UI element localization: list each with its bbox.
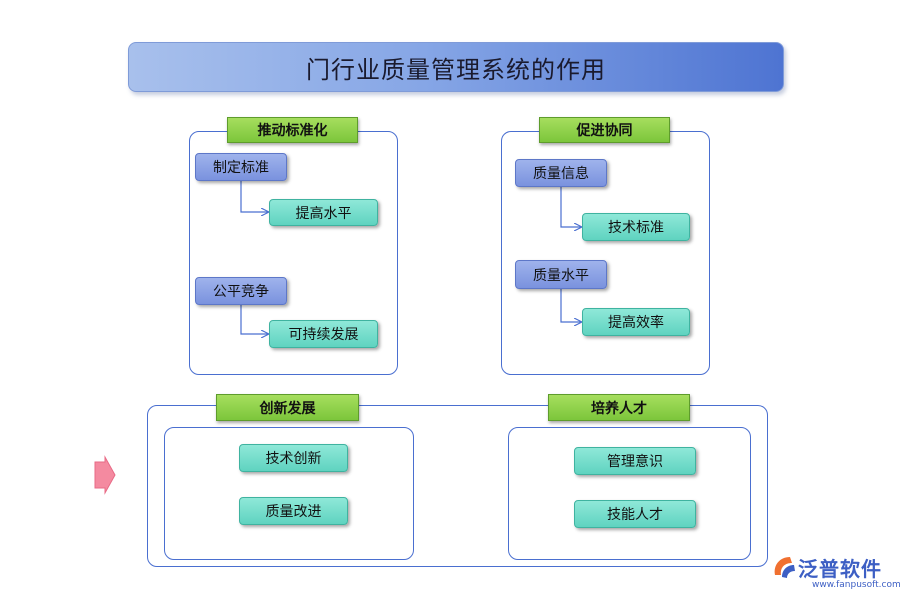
logo-name: 泛普软件 bbox=[798, 557, 882, 581]
logo-url: www.fanpusoft.com bbox=[812, 580, 900, 590]
node-standardize-target-2: 可持续发展 bbox=[269, 320, 378, 348]
connector-collaborate-2 bbox=[560, 289, 581, 322]
connector-standardize-1 bbox=[240, 181, 268, 212]
node-talent-2: 技能人才 bbox=[574, 500, 696, 528]
connector-standardize-2 bbox=[240, 305, 268, 334]
tag-standardize: 推动标准化 bbox=[227, 117, 358, 143]
node-collaborate-source-1: 质量信息 bbox=[515, 159, 607, 187]
diagram-title: 门行业质量管理系统的作用 bbox=[128, 42, 784, 92]
tag-talent: 培养人才 bbox=[548, 394, 690, 421]
node-innovate-2: 质量改进 bbox=[239, 497, 348, 525]
tag-innovate: 创新发展 bbox=[216, 394, 359, 421]
node-innovate-1: 技术创新 bbox=[239, 444, 348, 472]
node-collaborate-source-2: 质量水平 bbox=[515, 260, 607, 289]
logo-icon bbox=[774, 557, 795, 578]
node-standardize-source-1: 制定标准 bbox=[195, 153, 287, 181]
panel-talent-inner bbox=[508, 427, 751, 560]
node-talent-1: 管理意识 bbox=[574, 447, 696, 475]
brand-logo: 泛普软件 www.fanpusoft.com bbox=[768, 553, 900, 597]
connector-collaborate-1 bbox=[560, 187, 581, 227]
side-arrow-icon bbox=[94, 455, 116, 495]
node-collaborate-target-1: 技术标准 bbox=[582, 213, 690, 241]
node-standardize-source-2: 公平竞争 bbox=[195, 277, 287, 305]
tag-collaborate: 促进协同 bbox=[539, 117, 670, 143]
node-collaborate-target-2: 提高效率 bbox=[582, 308, 690, 336]
node-standardize-target-1: 提高水平 bbox=[269, 199, 378, 226]
